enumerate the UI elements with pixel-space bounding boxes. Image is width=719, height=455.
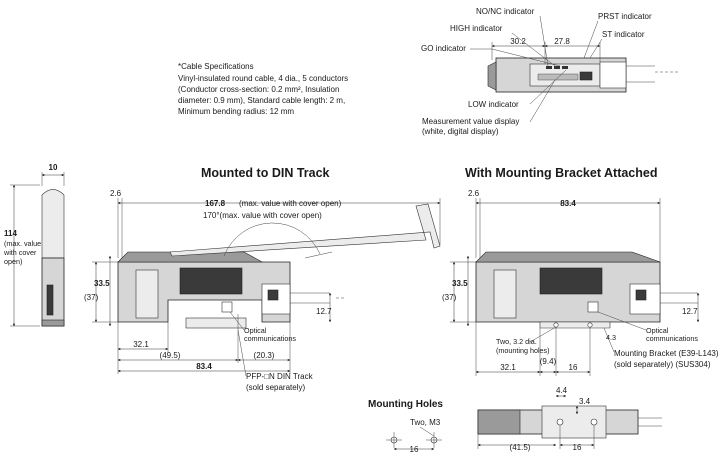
cable-spec-line: Vinyl-insulated round cable, 4 dia., 5 c… [178, 74, 348, 83]
prst-indicator-label: PRST indicator [598, 12, 652, 21]
side-view: 10 114 (max. value with cover open) [3, 163, 65, 327]
amplifier-top-outline [487, 57, 680, 93]
cable-spec-title: *Cable Specifications [178, 62, 254, 71]
go-indicator-label: GO indicator [421, 44, 466, 53]
optical-comm-label: communications [646, 334, 698, 343]
dim-16: 16 [410, 445, 419, 454]
height-note: (max. value [4, 239, 41, 248]
dim-27-8: 27.8 [554, 37, 570, 46]
dim-2-6: 2.6 [110, 189, 122, 198]
dim-angle-170: 170°(max. value with cover open) [203, 211, 322, 220]
mounting-holes-label: Two, 3.2 dia. [496, 337, 537, 346]
dim-33-5: 33.5 [94, 279, 110, 288]
din-track-view: Mounted to DIN Track 2.6 167.8 ( [84, 166, 441, 392]
dim-4-3: 4.3 [606, 333, 616, 342]
bracket-dimensions: 2.6 83.4 33.5 (37) 12.7 Optical communic… [442, 189, 719, 376]
dim-2-6: 2.6 [468, 189, 480, 198]
dim-16: 16 [569, 363, 578, 372]
top-view-dimensions: 30.2 27.8 [491, 37, 601, 64]
bottom-view: 4.4 3.4 (41.5) 16 [477, 386, 662, 452]
dim-41-5: (41.5) [510, 443, 531, 452]
dim-49-5: (49.5) [160, 351, 181, 360]
cable-spec-line: (Conductor cross-section: 0.2 mm², Insul… [178, 85, 339, 94]
st-indicator-label: ST indicator [602, 30, 645, 39]
dim-83-4: 83.4 [560, 199, 576, 208]
cable-spec-line: diameter: 0.9 mm), Standard cable length… [178, 96, 345, 105]
cable-spec-line: Minimum bending radius: 12 mm [178, 107, 294, 116]
mounting-holes-m3: Two, M3 [410, 418, 441, 427]
indicator-callouts: NO/NC indicator HIGH indicator GO indica… [421, 7, 652, 136]
optical-comm-label: communications [244, 334, 296, 343]
dim-37: (37) [442, 293, 457, 302]
dim-width-10: 10 [49, 163, 58, 172]
optical-comm-label: Optical [646, 326, 669, 335]
measurement-display-sublabel: (white, digital display) [422, 127, 499, 136]
mounting-holes-title: Mounting Holes [368, 399, 443, 410]
bracket-amplifier [475, 251, 698, 329]
height-note: open) [4, 257, 22, 266]
din-track-label: PFP-□N DIN Track [246, 372, 314, 381]
mounting-holes-sublabel: (mounting holes) [496, 346, 550, 355]
din-title: Mounted to DIN Track [201, 166, 330, 180]
dim-37: (37) [84, 293, 99, 302]
dim-12-7: 12.7 [682, 307, 698, 316]
dim-32-1: 32.1 [500, 363, 516, 372]
bracket-title: With Mounting Bracket Attached [465, 166, 657, 180]
dim-12-7: 12.7 [316, 307, 332, 316]
high-indicator-label: HIGH indicator [450, 24, 503, 33]
din-amplifier [117, 203, 441, 329]
dim-9-4: (9.4) [540, 357, 557, 366]
dim-83-4: 83.4 [196, 362, 212, 371]
dim-167-8: 167.8 [205, 199, 226, 208]
din-track-sublabel: (sold separately) [246, 383, 305, 392]
measurement-display-label: Measurement value display [422, 117, 519, 126]
mounting-bracket-sublabel: (sold separately) (SUS304) [614, 360, 711, 369]
dim-30-2: 30.2 [510, 37, 526, 46]
no-nc-indicator-label: NO/NC indicator [476, 7, 535, 16]
optical-comm-label: Optical [244, 326, 267, 335]
cable-specifications: *Cable Specifications Vinyl-insulated ro… [178, 62, 348, 116]
mounting-bracket-label: Mounting Bracket (E39-L143) [614, 349, 719, 358]
bracket-view: With Mounting Bracket Attached 2.6 83.4 [442, 166, 719, 376]
mounting-holes-view: Mounting Holes Two, M3 16 [368, 399, 443, 454]
dim-4-4: 4.4 [556, 386, 568, 395]
low-indicator-label: LOW indicator [468, 100, 519, 109]
dim-16: 16 [573, 443, 582, 452]
dim-20-3: (20.3) [254, 351, 275, 360]
height-note: with cover [3, 248, 37, 257]
din-dimensions: 2.6 167.8 (max. value with cover open) 1… [84, 189, 441, 392]
dim-32-1: 32.1 [133, 340, 149, 349]
dim-3-4: 3.4 [579, 397, 591, 406]
dim-height-114: 114 [4, 229, 17, 238]
dim-167-8-note: (max. value with cover open) [239, 199, 342, 208]
dim-33-5: 33.5 [452, 279, 468, 288]
top-view: 30.2 27.8 NO/NC indicator HIGH indicator… [421, 7, 680, 136]
